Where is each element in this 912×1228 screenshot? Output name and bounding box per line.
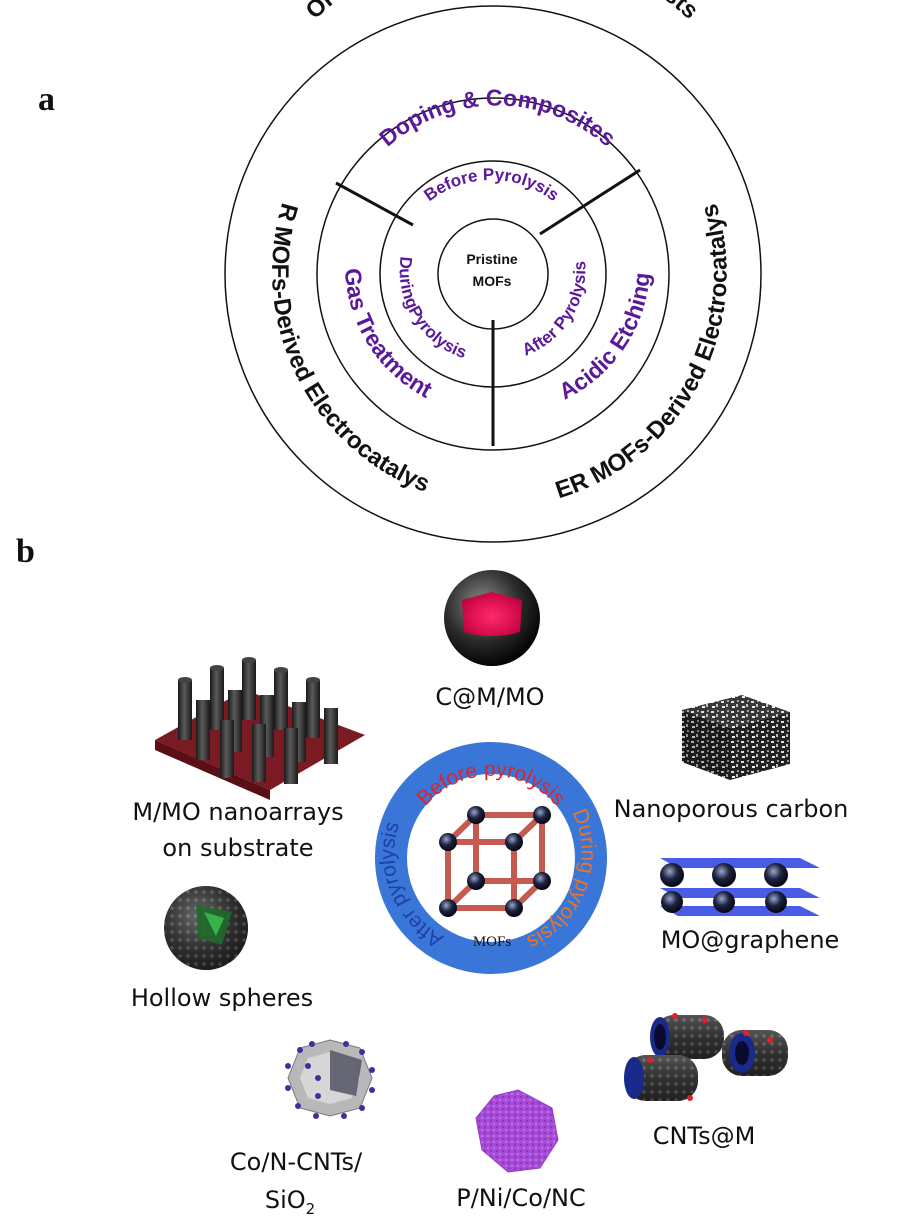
concentric-diagram: ORR MOFs-Derived Electrocatalysts OER MO… [0, 0, 762, 543]
mof-nodes [439, 806, 551, 917]
divider-left [335, 181, 414, 227]
label-nanoarrays-line2: on substrate [162, 834, 313, 862]
outer-ring [224, 5, 762, 543]
center-label-line1: Pristine [466, 251, 518, 267]
co-n-cnts-sio2-icon [285, 1039, 375, 1119]
label-conc-line1: Co/N-CNTs/ [230, 1148, 363, 1176]
nanoporous-carbon-icon [682, 695, 790, 780]
middle-ring [316, 97, 670, 451]
label-nanoarrays-line1: M/MO nanoarrays [132, 798, 343, 826]
middle-top-label: Doping & Composites [374, 84, 621, 151]
cnts-tubes-icon [624, 1013, 788, 1101]
label-cmmo: C@M/MO [435, 683, 544, 711]
inner-right-label: After Pyrolysis [519, 261, 589, 360]
mo-graphene-icon [660, 858, 820, 916]
label-nanoporous: Nanoporous carbon [614, 795, 849, 823]
label-hollow: Hollow spheres [131, 984, 313, 1012]
label-conc-line2: SiO2 [265, 1186, 315, 1218]
label-pnico: P/Ni/Co/NC [456, 1184, 586, 1212]
label-mo-graphene: MO@graphene [661, 926, 840, 954]
outer-left-label: OER MOFs-Derived Electrocatalysts [0, 0, 433, 498]
outer-top-label: ORR MOFs-Derived Electrocatalysts [301, 0, 704, 24]
core-shell-sphere-icon [444, 570, 540, 666]
divider-right [539, 168, 641, 236]
panel-a-letter: a [38, 81, 55, 118]
panel-b-letter: b [16, 533, 35, 570]
p-ni-co-nc-icon [475, 1089, 559, 1173]
hollow-sphere-icon [164, 886, 248, 970]
center-label-line2: MOFs [473, 273, 512, 289]
hub-mofs-label: MOFs [473, 934, 512, 950]
label-cnts: CNTs@M [653, 1122, 756, 1150]
inner-top-label: Before Pyrolysis [420, 165, 562, 205]
pyrolysis-hub: Before pyrolysis During pyrolysis After … [375, 742, 607, 974]
outer-right-label: HER MOFs-Derived Electrocatalysts [0, 0, 733, 504]
nanoarray-substrate-icon [155, 657, 365, 800]
